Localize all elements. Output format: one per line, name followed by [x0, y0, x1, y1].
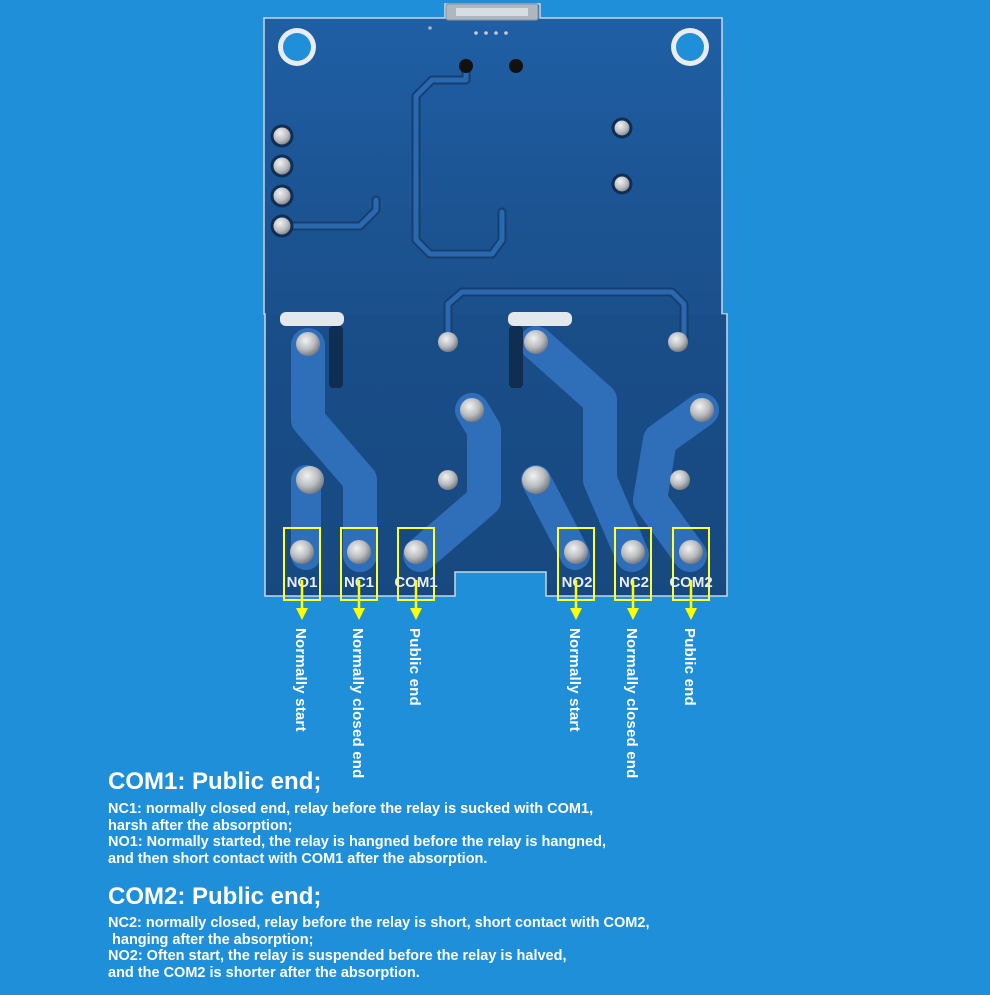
relay-slots [280, 312, 572, 388]
description-no2: Normally start [566, 628, 583, 732]
description-nc2: Normally closed end [623, 628, 640, 779]
section1-line: NC1: normally closed end, relay before t… [108, 801, 594, 817]
section1-line: NO1: Normally started, the relay is hang… [108, 834, 606, 850]
section1-heading: COM1: Public end; [108, 768, 322, 795]
terminal-no2: NO2 [557, 527, 595, 601]
arrow-down-icon [685, 580, 697, 620]
arrow-down-icon [570, 580, 582, 620]
section2-line: NC2: normally closed, relay before the r… [108, 915, 650, 931]
description-nc1: Normally closed end [349, 628, 366, 779]
solder-pads [270, 26, 714, 494]
description-com2: Public end [681, 628, 698, 706]
arrow-down-icon [296, 580, 308, 620]
arrow-down-icon [410, 580, 422, 620]
description-com1: Public end [406, 628, 423, 706]
section1-line: harsh after the absorption; [108, 818, 293, 834]
arrow-down-icon [353, 580, 365, 620]
section2-line: NO2: Often start, the relay is suspended… [108, 948, 567, 964]
section2-line: and the COM2 is shorter after the absorp… [108, 965, 420, 981]
description-no1: Normally start [292, 628, 309, 732]
arrow-down-icon [627, 580, 639, 620]
section1-line: and then short contact with COM1 after t… [108, 851, 488, 867]
section2-heading: COM2: Public end; [108, 883, 322, 910]
section2-line: hanging after the absorption; [108, 932, 314, 948]
pointer-arrows [296, 580, 697, 620]
